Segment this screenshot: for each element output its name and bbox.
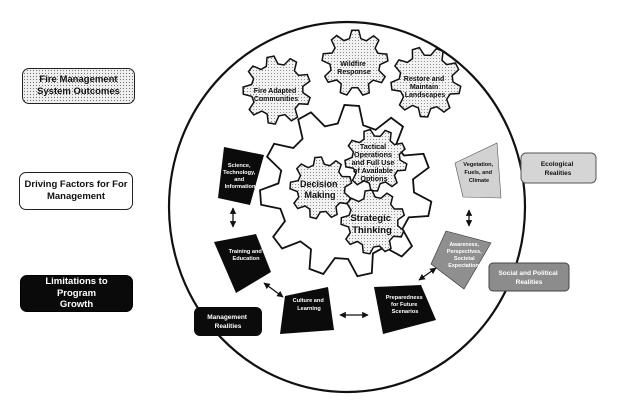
legend-system-outcomes-line2: System Outcomes (37, 86, 120, 97)
restore-maintain-landscapes-gear (390, 46, 462, 118)
legend-system-outcomes-line1: Fire Management (39, 74, 118, 86)
wildfire-response-label: Wildfire Response (337, 61, 371, 76)
awareness-perspectives-shape (430, 230, 492, 290)
tactical-label: Tactical Operations and Full Use of Avai… (352, 142, 397, 183)
restore-maintain-label: Restore and Maintain Landscapes (404, 76, 446, 99)
arrow-preparedness-awareness (418, 267, 437, 281)
preparedness-label: Preparedness for Future Scenarios (386, 295, 425, 315)
legend-limitations-line1: Limitations to Program (45, 275, 108, 299)
culture-learning-label: Culture and Learning (293, 298, 326, 312)
social-political-realities-box (488, 262, 570, 292)
fire-adapted-label: Fire Adapted Communities (254, 88, 299, 103)
legend-system-outcomes: Fire Management System Outcomes (22, 68, 135, 104)
vegetation-fuels-label: Vegetation, Fuels, and Climate (463, 162, 494, 184)
management-realities-box (194, 307, 262, 336)
legend-driving-factors-line2: Management (46, 191, 106, 202)
preparedness-shape (374, 285, 436, 334)
training-education-shape (214, 234, 271, 293)
science-technology-shape (218, 147, 264, 205)
awareness-perspectives-label: Awareness, Perspectives, Societal Expect… (447, 242, 483, 269)
culture-learning-shape (280, 287, 334, 334)
ecological-realities-label: Ecological Realities (541, 161, 575, 177)
wildfire-response-gear (321, 29, 389, 96)
ecological-realities-box (520, 152, 597, 184)
arrow-training-culture (263, 282, 284, 298)
tactical-operations-gear (344, 128, 408, 192)
legend-driving-factors: Driving Factors for For Management (19, 172, 133, 210)
legend-limitations-line2: Growth (59, 299, 94, 311)
legend-limitations: Limitations to Program Growth (20, 275, 133, 312)
social-political-realities-label: Social and Political Realities (498, 270, 559, 286)
strategic-thinking-gear (340, 189, 406, 255)
legend-driving-factors-line1: Driving Factors for For (24, 179, 128, 191)
training-education-label: Training and Education (229, 249, 264, 262)
fire-adapted-communities-gear (242, 55, 311, 125)
strategic-thinking-label: Strategic Thinking (350, 213, 393, 236)
management-realities-label: Management Realities (207, 314, 249, 330)
decision-making-gear (289, 156, 353, 220)
vegetation-fuels-shape (454, 142, 502, 199)
decision-making-label: Decision Making (300, 179, 340, 200)
science-technology-label: Science, Technology, and Information (223, 163, 257, 190)
